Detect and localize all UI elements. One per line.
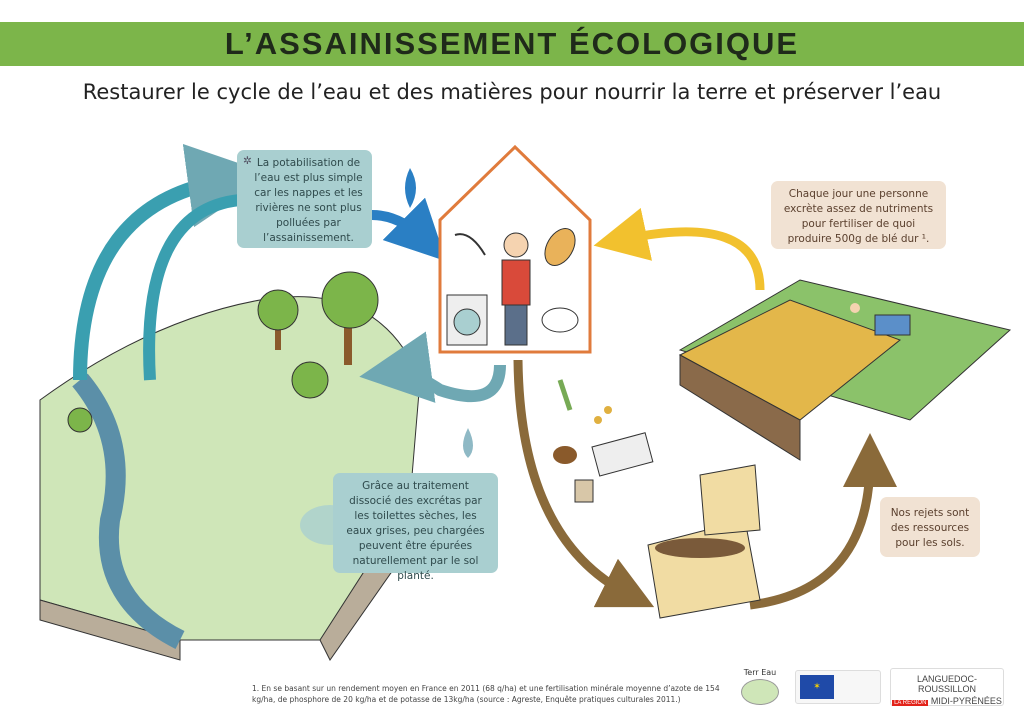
callout-potabilisation: ✲ La potabilisation de l’eau est plus si… [237,150,372,248]
water-drop-icon [405,168,416,208]
yellow-arrow-to-house [593,207,765,291]
region-badge: LA RÉGION [892,700,929,706]
trees [67,271,379,433]
brown-arrow-to-field [749,433,897,610]
callout-rejets: Nos rejets sont des ressources pour les … [880,497,980,557]
page-subtitle: Restaurer le cycle de l’eau et des matiè… [82,80,942,104]
callout-traitement: Grâce au traitement dissocié des excréta… [333,473,498,582]
eu-flag-icon: ✶ [800,675,834,699]
big-teal-arrow [73,143,272,381]
region-line1: LANGUEDOC-ROUSSILLON [916,674,977,694]
terr-eau-emblem [741,679,779,705]
callout-traitement-text: Grâce au traitement dissocié des excréta… [346,480,485,582]
title-banner: L’ASSAINISSEMENT ÉCOLOGIQUE [0,22,1024,66]
house [438,144,592,354]
brown-arrow-to-compost [513,359,655,608]
grey-drop-icon [463,428,473,458]
callout-nutriments-text: Chaque jour une personne excrète assez d… [783,188,934,245]
page-title: L’ASSAINISSEMENT ÉCOLOGIQUE [224,26,800,61]
callout-nutriments: Chaque jour une personne excrète assez d… [771,181,946,249]
eu-logo: ✶ [795,670,881,704]
blue-arrow-to-house [371,197,447,262]
grey-water-arrow [359,331,506,403]
footnote: 1. En se basant sur un rendement moyen e… [252,684,720,704]
region-line2-row: LA RÉGION MIDI-PYRÉNÉES [891,696,1003,706]
region-logo: LANGUEDOC-ROUSSILLON LA RÉGION MIDI-PYRÉ… [890,668,1004,706]
region-line2: MIDI-PYRÉNÉES [930,696,1002,706]
callout-potabilisation-text: La potabilisation de l’eau est plus simp… [254,157,363,244]
gear-icon: ✲ [243,155,252,167]
compost-bin [647,464,761,619]
teal-arrow-2 [143,194,241,381]
waste-items [553,379,654,503]
terr-eau-logo: Terr Eau [736,668,784,706]
wheat-field [678,279,1012,461]
callout-rejets-text: Nos rejets sont des ressources pour les … [890,507,970,549]
terr-eau-logo-text: Terr Eau [743,668,777,677]
